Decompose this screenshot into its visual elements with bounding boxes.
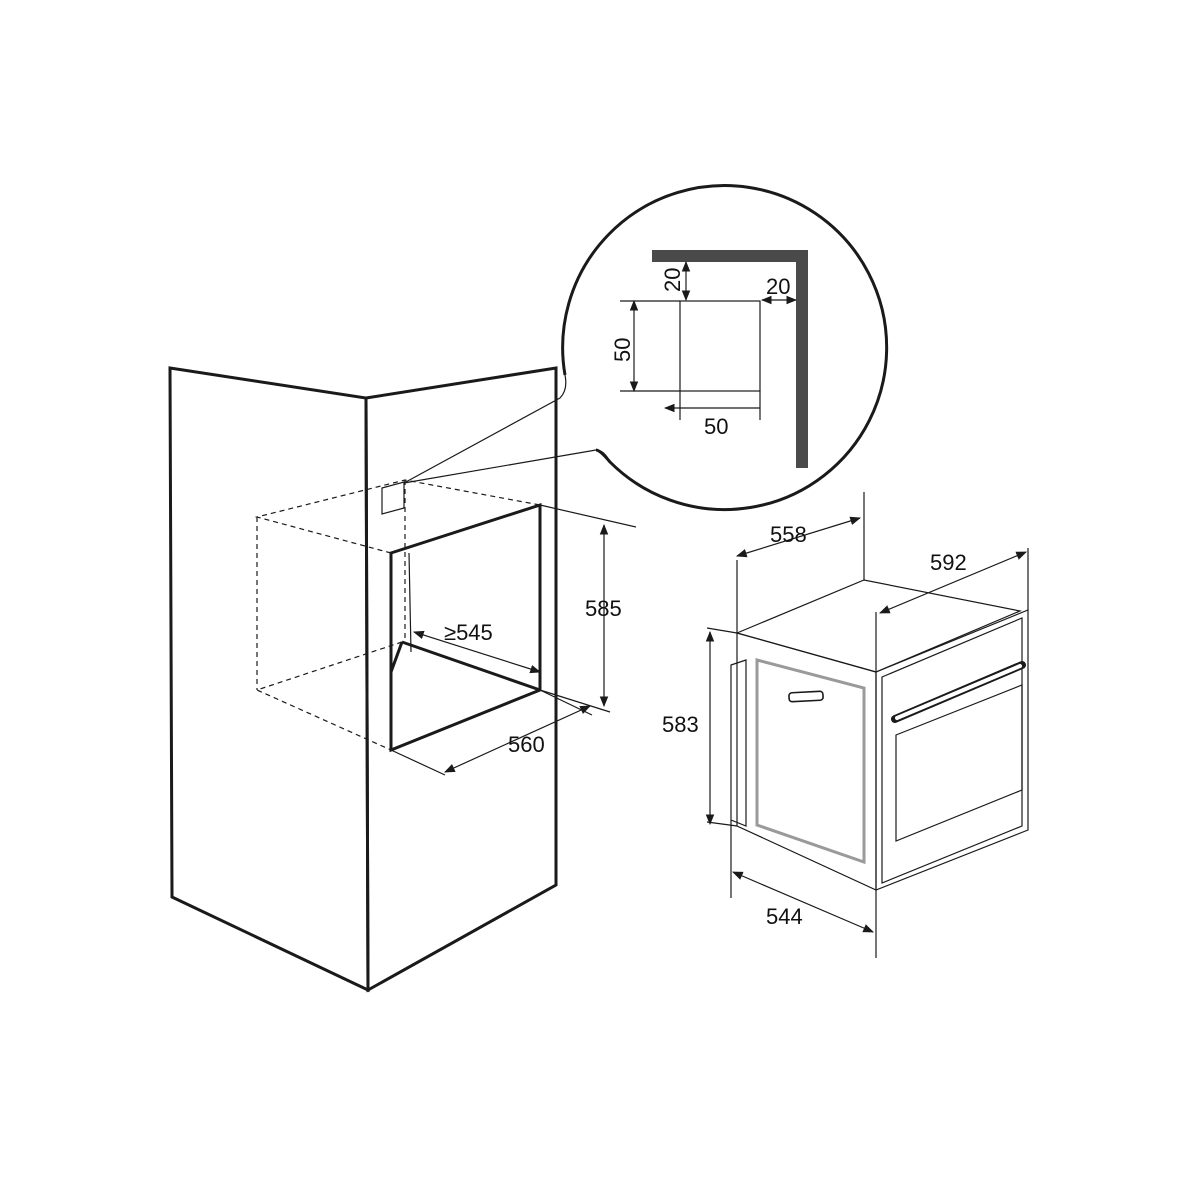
depth-dimension-line xyxy=(412,630,542,674)
square-width-label: 50 xyxy=(704,414,728,439)
callout-circle xyxy=(561,184,889,512)
niche-hidden-outline-lower xyxy=(255,641,403,751)
oven-top-depth-label: 558 xyxy=(770,522,807,547)
oven: 558 592 583 544 xyxy=(662,492,1029,958)
niche-floor-edge xyxy=(389,641,404,673)
ventilation-opening xyxy=(381,481,405,515)
cabinet: 585 ≥545 560 xyxy=(168,366,637,993)
oven-front-panel xyxy=(875,609,1029,891)
oven-rear-flange xyxy=(730,659,747,827)
cabinet-left-panel xyxy=(168,366,370,993)
oven-height-label: 583 xyxy=(662,712,699,737)
oven-front-inner xyxy=(881,617,1023,884)
oven-top xyxy=(735,579,1023,673)
callout-pointer xyxy=(403,374,567,484)
square-height-label: 50 xyxy=(610,338,635,362)
oven-window xyxy=(895,684,1023,842)
side-gap-label: 20 xyxy=(766,274,790,299)
oven-body-depth-label: 544 xyxy=(766,904,803,929)
detail-square xyxy=(679,300,761,392)
detail-callout: 20 20 50 50 xyxy=(403,184,889,512)
cabinet-depth-label: ≥545 xyxy=(444,620,493,645)
oven-side-panel xyxy=(755,658,866,865)
oven-side-slot xyxy=(788,690,824,703)
cabinet-height-label: 585 xyxy=(585,596,622,621)
niche-hidden-outline xyxy=(254,479,541,554)
top-depth-dimension xyxy=(735,516,862,558)
width-dimension-line xyxy=(444,705,591,773)
front-width-dimension xyxy=(879,551,1027,614)
niche-inner-left-edge xyxy=(408,552,412,653)
cabinet-width-label: 560 xyxy=(508,732,545,757)
body-depth-dimension xyxy=(732,871,874,933)
cabinet-front-panel xyxy=(364,366,558,993)
top-gap-label: 20 xyxy=(660,268,685,292)
oven-front-width-label: 592 xyxy=(930,550,967,575)
